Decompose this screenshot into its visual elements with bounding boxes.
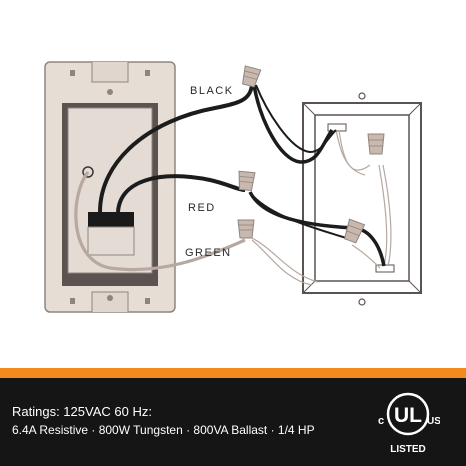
- wire-nut-red: [238, 170, 256, 191]
- terminal-face: [87, 226, 135, 256]
- ul-listed-mark: UL c US LISTED: [378, 392, 440, 455]
- label-green: GREEN: [185, 247, 232, 259]
- plate-hole: [145, 70, 150, 76]
- label-black: BLACK: [190, 85, 234, 97]
- ul-text: UL: [394, 404, 422, 427]
- wire-nut-box-bottom: [343, 218, 366, 244]
- junction-box-inner: [314, 114, 410, 282]
- bottom-screw: [107, 295, 113, 301]
- plate-hole: [70, 298, 75, 304]
- wire-nut-green: [237, 219, 255, 239]
- box-screw-top: [358, 92, 366, 100]
- ground-wire: [74, 171, 246, 272]
- accent-bar: [0, 368, 466, 378]
- terminal-block: [88, 212, 134, 227]
- plate-top-tab: [91, 62, 129, 83]
- ul-us-text: US: [427, 416, 440, 427]
- wire-nut-black: [241, 65, 262, 88]
- cable-clamp-top: [327, 123, 347, 132]
- ratings-detail: 6.4A Resistive · 800W Tungsten · 800VA B…: [12, 423, 315, 437]
- plate-bottom-tab: [91, 291, 129, 312]
- wire-nut-box-top: [367, 133, 385, 155]
- box-screw-bottom: [358, 298, 366, 306]
- label-red: RED: [188, 202, 216, 214]
- ratings-footer: Ratings: 125VAC 60 Hz: 6.4A Resistive · …: [0, 378, 466, 466]
- ul-c-text: c: [378, 415, 384, 427]
- plate-hole: [70, 70, 75, 76]
- wiring-diagram: [44, 61, 422, 313]
- ratings-heading: Ratings: 125VAC 60 Hz:: [12, 404, 152, 419]
- plate-hole: [145, 298, 150, 304]
- black-wire: [98, 84, 254, 213]
- red-wire: [116, 174, 246, 213]
- top-screw: [107, 89, 113, 95]
- ul-listed-text: LISTED: [390, 444, 426, 455]
